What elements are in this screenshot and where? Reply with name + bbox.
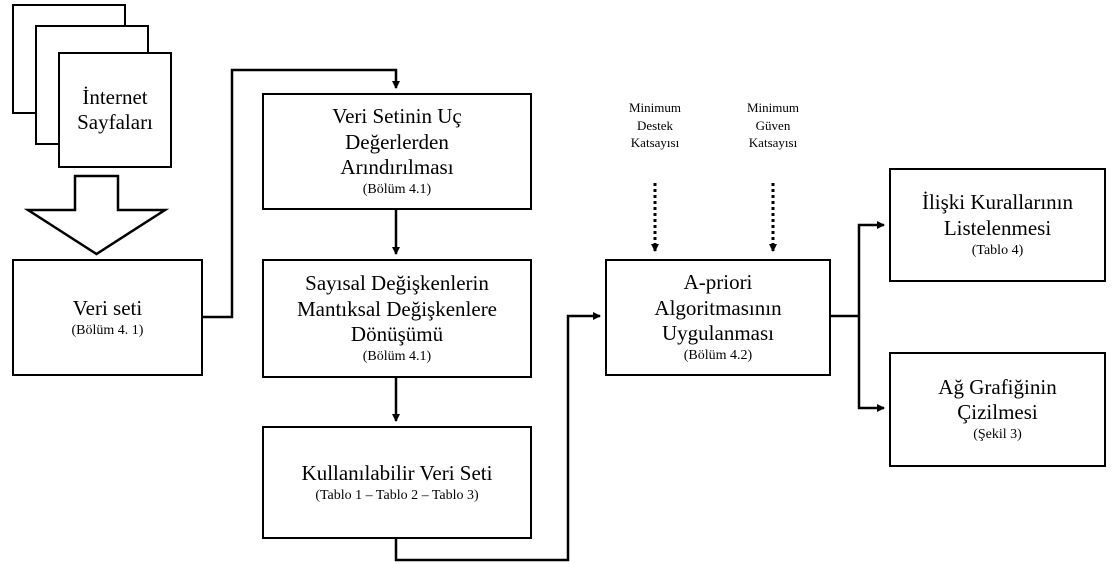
connector-usable-to-apriori (394, 312, 601, 562)
internet-pages-source: İnternet Sayfaları (58, 52, 172, 168)
transformation-box: Sayısal Değişkenlerin Mantıksal Değişken… (262, 259, 532, 378)
rules-listing-box: İlişki Kurallarının Listelenmesi (Tablo … (889, 168, 1106, 282)
outlier-removal-title: Veri Setinin Uç Değerlerden Arındırılmas… (332, 104, 462, 179)
internet-pages-label: İnternet Sayfaları (77, 84, 153, 134)
network-graph-ref: (Şekil 3) (973, 427, 1022, 443)
network-graph-box: Ağ Grafiğinin Çizilmesi (Şekil 3) (889, 352, 1106, 467)
usable-dataset-box: Kullanılabilir Veri Seti (Tablo 1 – Tabl… (262, 426, 532, 539)
outlier-removal-ref: (Bölüm 4.1) (362, 181, 432, 197)
transformation-title: Sayısal Değişkenlerin Mantıksal Değişken… (296, 271, 498, 346)
network-graph-title: Ağ Grafiğinin Çizilmesi (938, 374, 1057, 425)
connector-dataset-to-outlier (201, 68, 400, 319)
min-confidence-label: Minimum Güven Katsayısı (746, 100, 799, 151)
apriori-title: A-priori Algoritmasının Uygulanması (654, 270, 782, 345)
dataset-title: Veri seti (72, 295, 143, 320)
hollow-down-arrow (23, 174, 170, 256)
rules-listing-ref: (Tablo 4) (971, 242, 1024, 258)
apriori-box: A-priori Algoritmasının Uygulanması (Böl… (605, 259, 831, 376)
transformation-ref: (Bölüm 4.1) (362, 348, 432, 364)
dataset-ref: (Bölüm 4. 1) (71, 322, 144, 338)
usable-dataset-ref: (Tablo 1 – Tablo 2 – Tablo 3) (315, 487, 479, 503)
connector-to-network (857, 316, 885, 412)
min-support-label: Minimum Destek Katsayısı (628, 100, 681, 151)
outlier-removal-box: Veri Setinin Uç Değerlerden Arındırılmas… (262, 93, 532, 210)
dataset-box: Veri seti (Bölüm 4. 1) (12, 259, 203, 376)
rules-listing-title: İlişki Kurallarının Listelenmesi (921, 190, 1074, 240)
apriori-ref: (Bölüm 4.2) (683, 347, 753, 363)
usable-dataset-title: Kullanılabilir Veri Seti (301, 460, 493, 485)
connector-to-rules (857, 221, 885, 316)
